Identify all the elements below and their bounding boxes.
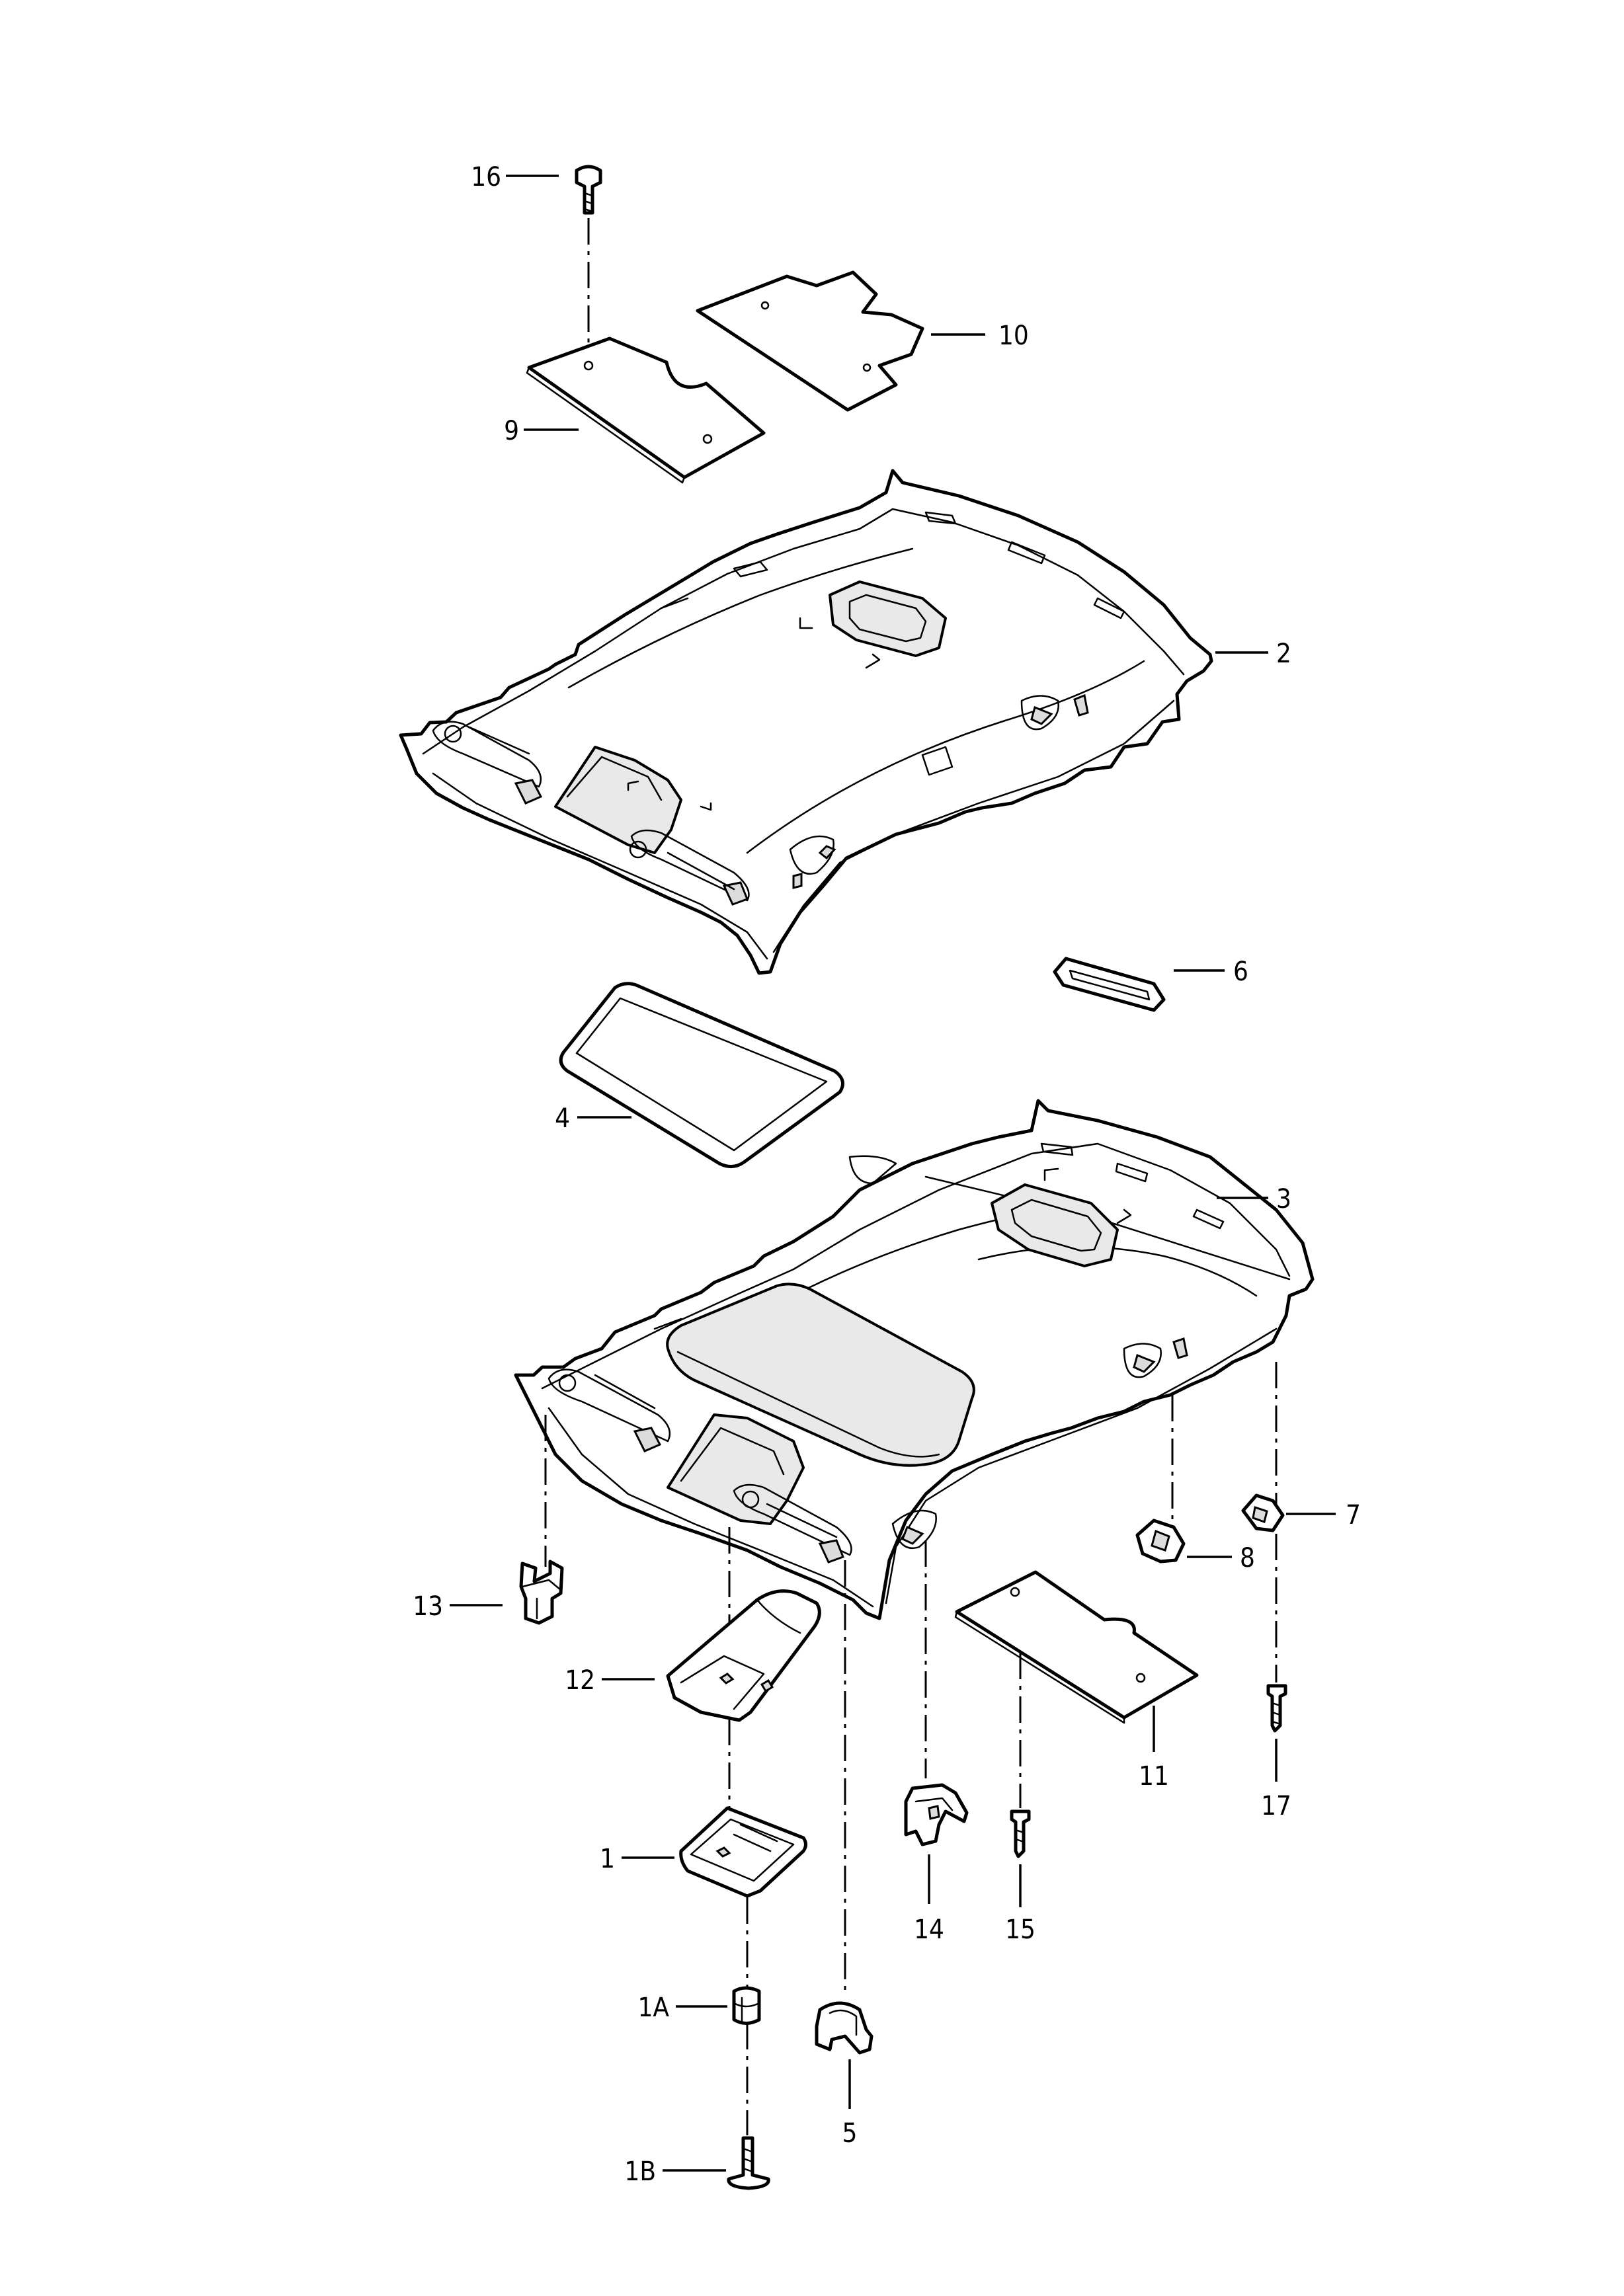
callout-16: 16 (471, 162, 501, 192)
part-16-screw (575, 165, 602, 215)
callout-3: 3 (1276, 1184, 1291, 1214)
callout-4: 4 (555, 1103, 570, 1134)
callout-10: 10 (998, 321, 1029, 351)
callout-6: 6 (1233, 957, 1248, 987)
part-13-clip (519, 1560, 564, 1625)
callout-5: 5 (842, 2118, 858, 2149)
part-9-insulation-mat (526, 336, 766, 484)
part-3-headliner (514, 1099, 1315, 1620)
callout-2: 2 (1276, 639, 1291, 669)
callout-15: 15 (1005, 1915, 1035, 1945)
callout-1: 1 (600, 1844, 615, 1874)
part-1-light-unit (679, 1806, 807, 1898)
leader-lines (450, 175, 1336, 2172)
callout-13: 13 (413, 1591, 443, 1622)
part-17-screw (1266, 1684, 1287, 1733)
part-12-light-housing (666, 1589, 821, 1722)
part-1B-screw (727, 2136, 770, 2190)
callout-1A: 1A (638, 1993, 670, 2023)
callout-1B: 1B (624, 2157, 656, 2187)
callout-12: 12 (565, 1665, 595, 1696)
callout-14: 14 (914, 1915, 944, 1945)
part-7-clip (1241, 1493, 1285, 1532)
part-8-clip (1135, 1519, 1186, 1564)
part-5-clip (815, 2001, 873, 2055)
part-11-insulation-mat (954, 1570, 1199, 1724)
callout-8: 8 (1240, 1543, 1255, 1573)
part-4-sunroof-seal (559, 982, 844, 1168)
callout-9: 9 (504, 416, 519, 446)
callout-7: 7 (1346, 1500, 1361, 1530)
callout-11: 11 (1139, 1761, 1169, 1792)
callout-labels: 16 10 9 2 6 4 3 7 8 13 12 11 17 1 14 15 … (413, 162, 1361, 2187)
part-6-seal (1053, 957, 1166, 1012)
part-10-insulation-mat (696, 270, 924, 412)
part-1A-sleeve (732, 1986, 761, 2025)
part-2-headliner (399, 469, 1213, 975)
part-14-bracket (904, 1783, 969, 1846)
part-15-screw (1010, 1809, 1031, 1858)
callout-17: 17 (1261, 1791, 1291, 1821)
